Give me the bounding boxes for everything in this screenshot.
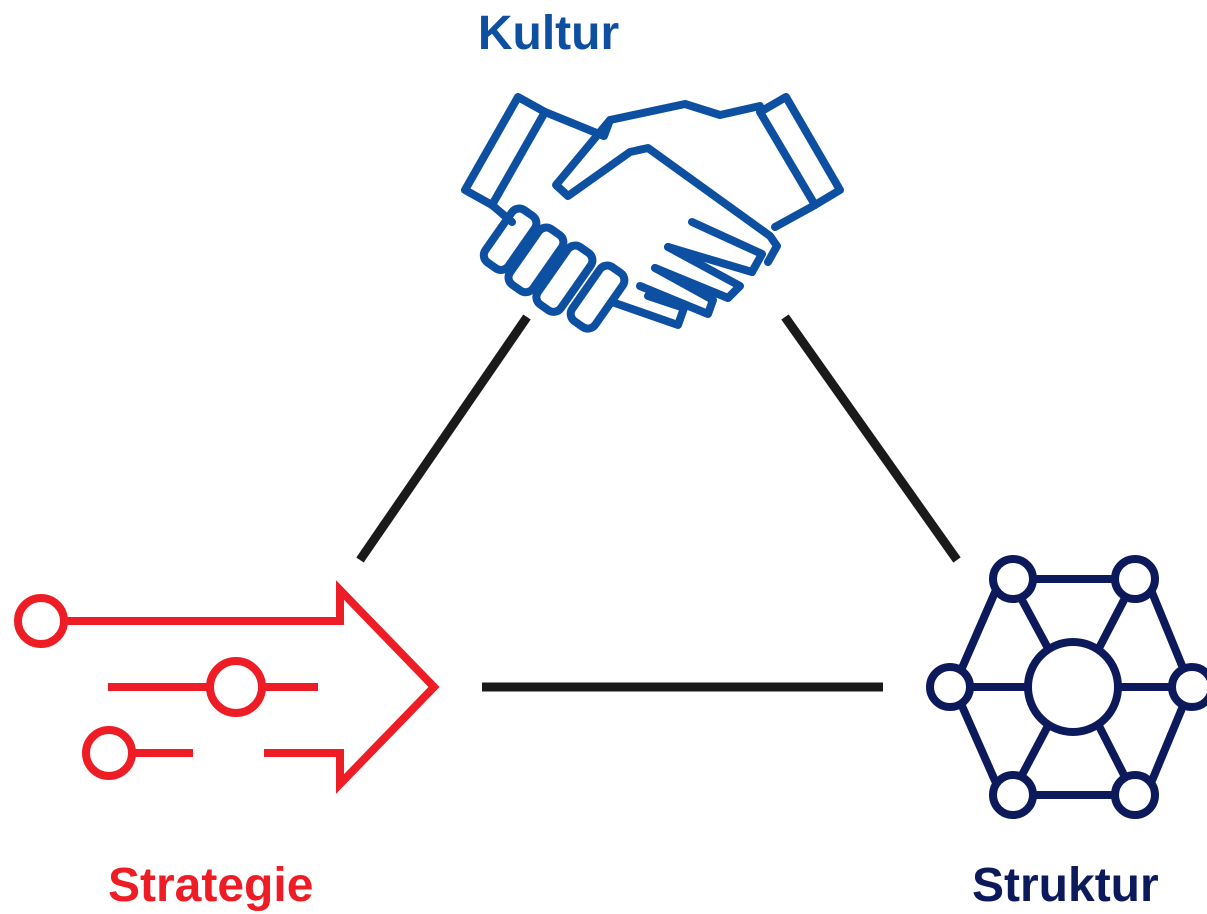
connector-kultur-struktur [781,314,961,563]
kultur-label: Kultur [477,7,620,60]
arrow-with-nodes-icon [14,580,440,794]
connector-kultur-strategie [356,314,531,563]
strategie-label: Strategie [108,859,314,912]
network-hexagon-icon [926,555,1207,819]
struktur-label: Struktur [972,859,1159,912]
connector-lines [356,314,961,692]
handshake-icon [461,93,844,333]
